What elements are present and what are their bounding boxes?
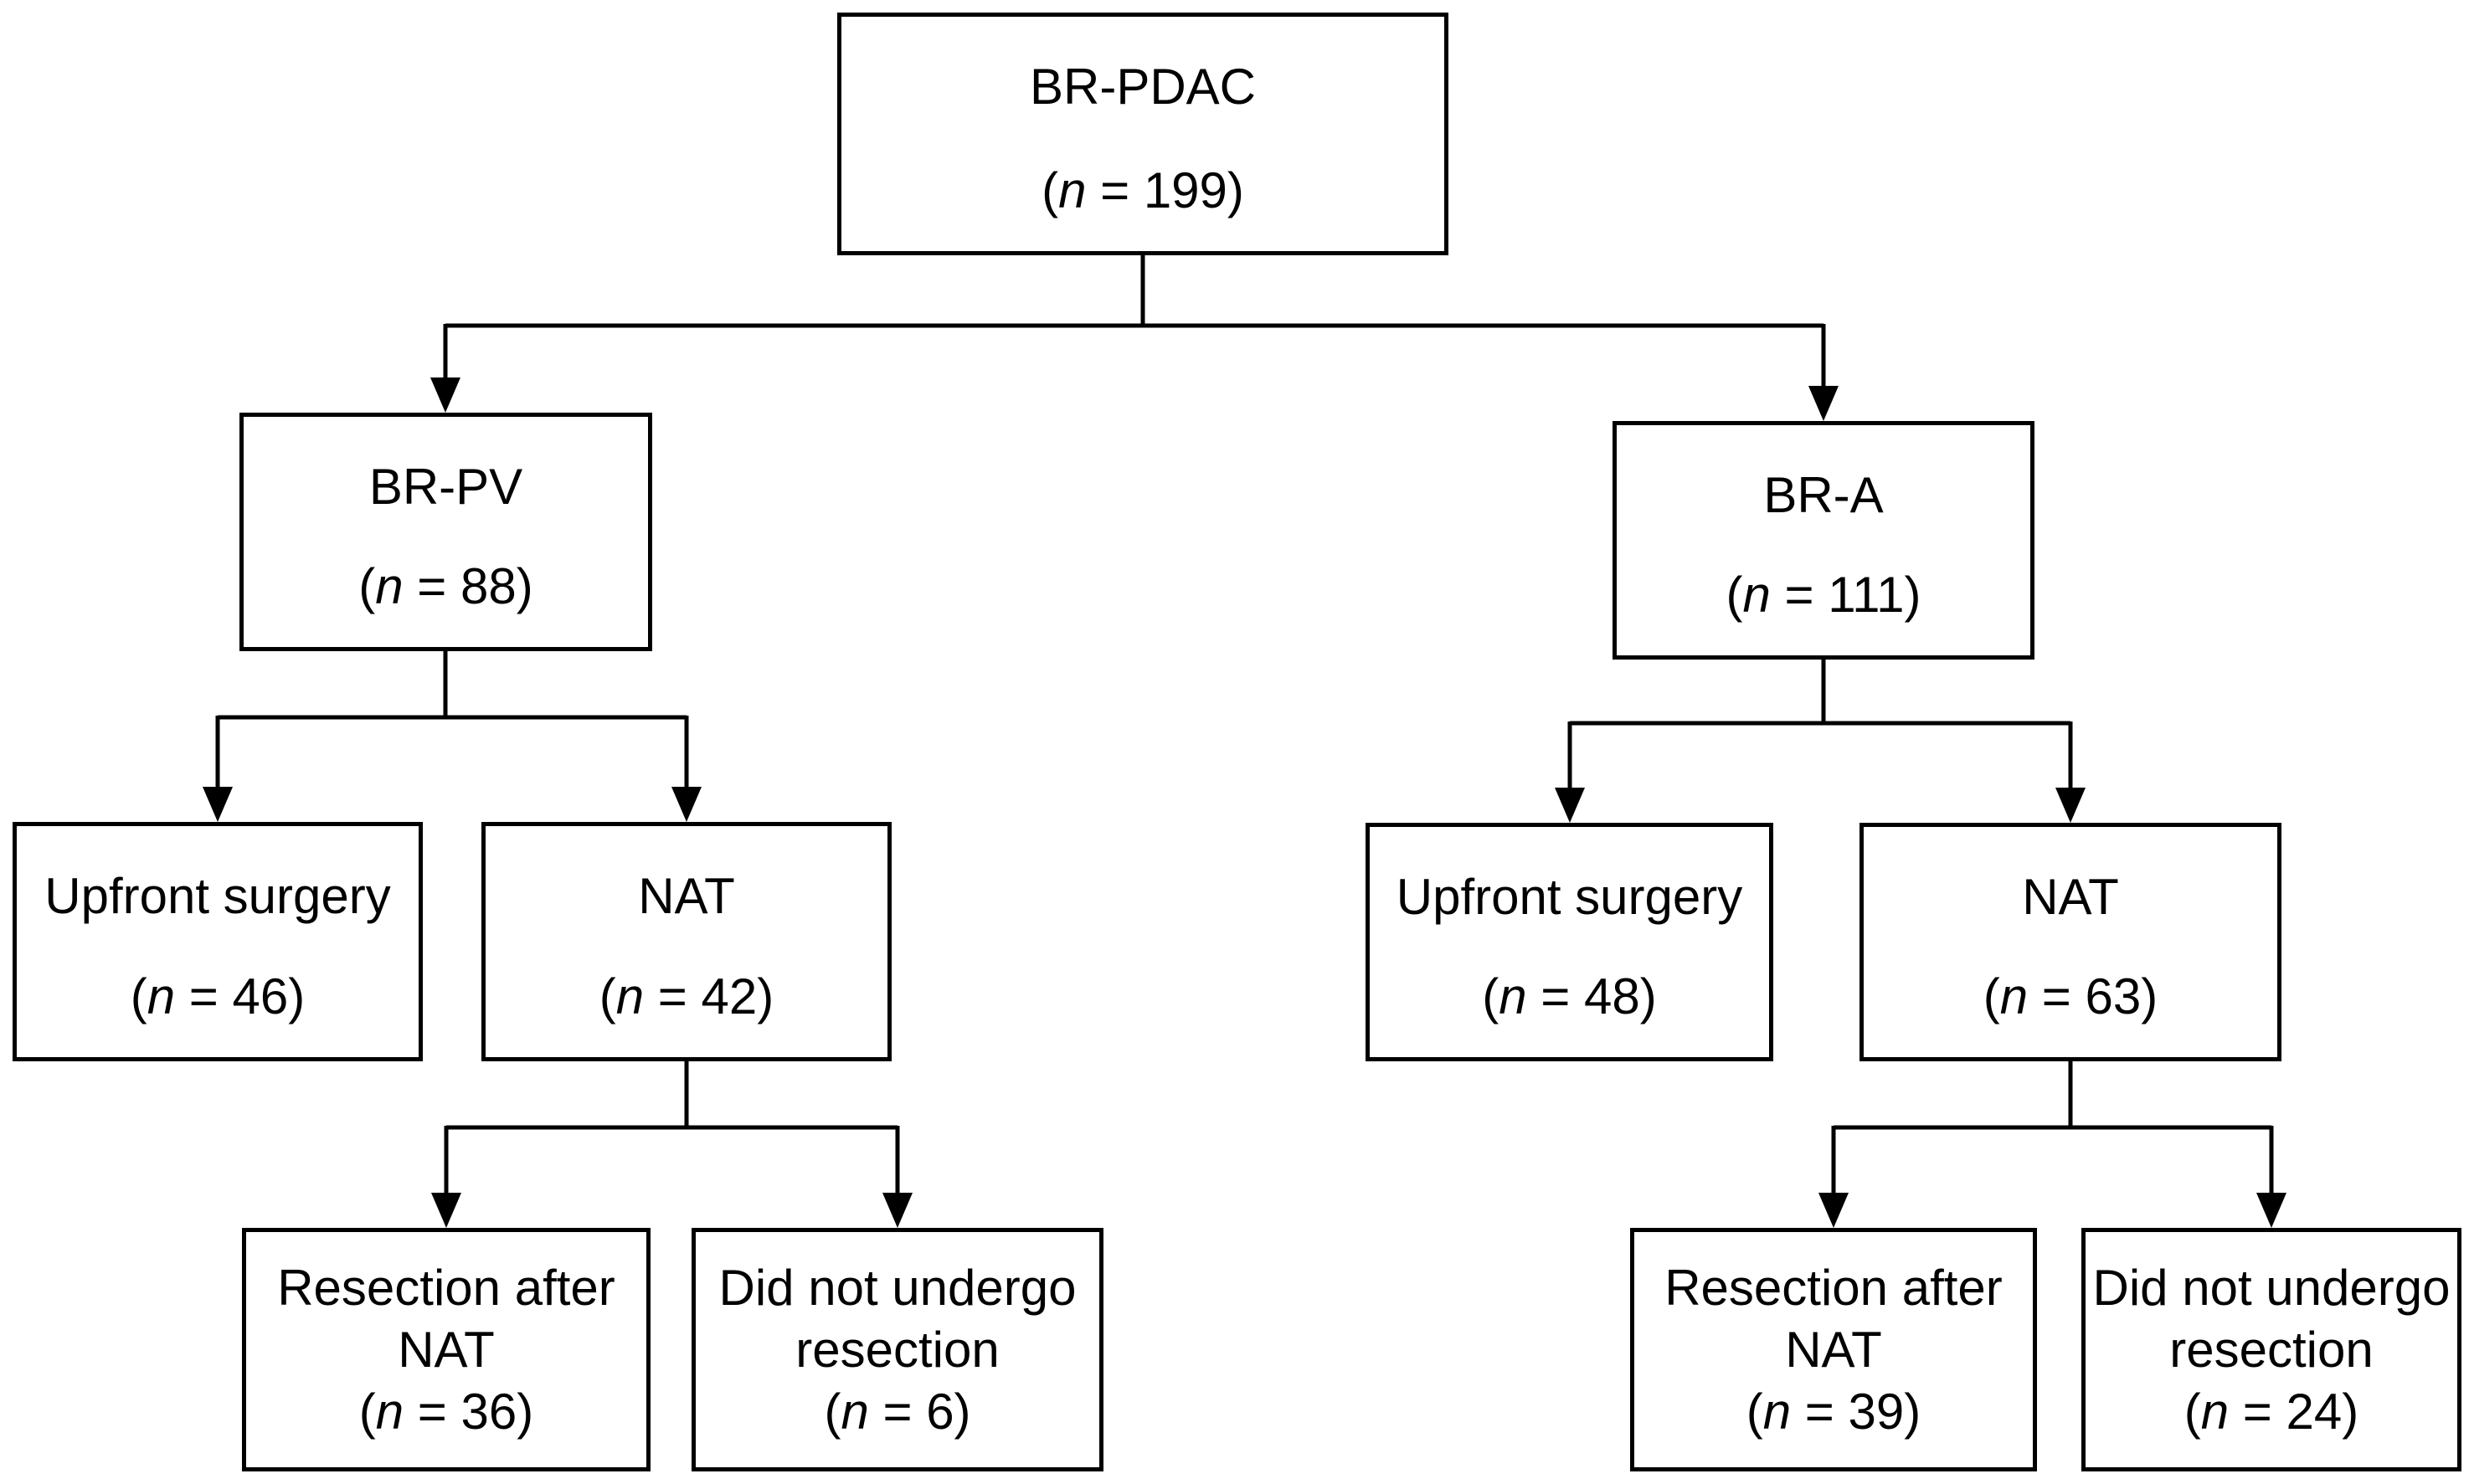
node-no-resection-pv: Did not undergo resection (n = 6) — [692, 1228, 1103, 1471]
node-label-line1: Resection after — [277, 1259, 615, 1316]
node-label-line2: resection — [795, 1321, 1000, 1378]
node-label: BR-PV — [368, 459, 523, 515]
arrowhead-no-resection-a — [2256, 1193, 2286, 1228]
node-br-pdac: BR-PDAC (n = 199) — [837, 13, 1448, 255]
arrowhead-nat-a — [2055, 788, 2086, 823]
node-count: (n = 6) — [824, 1383, 971, 1440]
node-count: (n = 111) — [1726, 567, 1921, 623]
arrowhead-br-pv — [430, 377, 460, 413]
node-upfront-surgery-pv: Upfront surgery (n = 46) — [13, 822, 423, 1061]
node-count: (n = 24) — [2184, 1383, 2359, 1440]
node-count: (n = 199) — [1042, 162, 1244, 218]
node-no-resection-a: Did not undergo resection (n = 24) — [2081, 1228, 2461, 1471]
connector-br-a-split — [1555, 660, 2086, 823]
node-count: (n = 88) — [358, 558, 533, 614]
node-label-line1: Resection after — [1664, 1259, 2003, 1316]
connector-root-split — [430, 254, 1839, 421]
node-count: (n = 48) — [1482, 968, 1657, 1024]
node-br-pv: BR-PV (n = 88) — [239, 413, 652, 651]
connector-nat-pv-split — [431, 1061, 913, 1228]
node-upfront-surgery-a: Upfront surgery (n = 48) — [1366, 823, 1773, 1061]
node-br-a: BR-A (n = 111) — [1613, 421, 2034, 660]
node-label: NAT — [2022, 869, 2119, 925]
node-count: (n = 42) — [599, 968, 774, 1024]
node-count: (n = 46) — [130, 968, 306, 1024]
node-count: (n = 39) — [1746, 1383, 1921, 1440]
node-resection-after-nat-pv: Resection after NAT (n = 36) — [242, 1228, 651, 1471]
arrowhead-upfront-a — [1555, 788, 1585, 823]
node-label-line2: resection — [2169, 1321, 2374, 1378]
connector-br-pv-split — [203, 651, 702, 822]
node-label: Upfront surgery — [1396, 869, 1743, 925]
arrowhead-no-resection-pv — [882, 1193, 913, 1228]
node-label-line1: Did not undergo — [718, 1259, 1077, 1316]
node-count: (n = 63) — [1983, 968, 2158, 1024]
arrowhead-upfront-pv — [203, 787, 233, 822]
arrowhead-br-a — [1808, 386, 1839, 421]
node-label-line2: NAT — [398, 1321, 495, 1378]
node-label: NAT — [638, 868, 735, 924]
node-count: (n = 36) — [358, 1383, 534, 1440]
node-label-line2: NAT — [1785, 1321, 1882, 1378]
node-label-line1: Did not undergo — [2092, 1259, 2451, 1316]
node-resection-after-nat-a: Resection after NAT (n = 39) — [1630, 1228, 2037, 1471]
node-nat-pv: NAT (n = 42) — [481, 822, 892, 1061]
node-nat-a: NAT (n = 63) — [1859, 823, 2281, 1061]
arrowhead-resection-a — [1818, 1193, 1849, 1228]
node-label: BR-PDAC — [1029, 59, 1257, 115]
node-label: BR-A — [1763, 467, 1884, 523]
connector-nat-a-split — [1818, 1061, 2286, 1228]
arrowhead-resection-pv — [431, 1193, 461, 1228]
node-label: Upfront surgery — [44, 868, 391, 924]
arrowhead-nat-pv — [671, 787, 702, 822]
